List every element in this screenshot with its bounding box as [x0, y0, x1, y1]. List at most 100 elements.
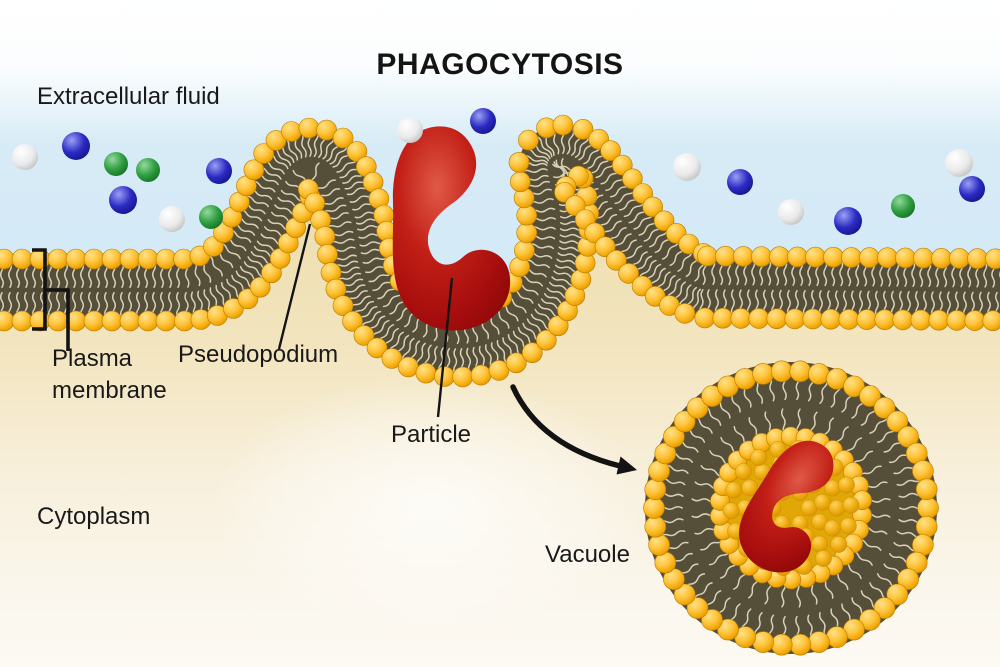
lipid-head	[895, 247, 916, 269]
molecule-blue	[206, 158, 232, 184]
diagram-title: PHAGOCYTOSIS	[376, 48, 624, 81]
particle-in-vacuole-shape	[739, 440, 834, 573]
lipid-head	[826, 626, 848, 648]
lipid-head	[488, 360, 510, 381]
lipid-head	[815, 550, 832, 567]
lipid-head	[730, 308, 752, 329]
lipid-head	[381, 348, 403, 369]
lipid-head	[787, 246, 808, 268]
particle-pointer-line	[436, 277, 454, 418]
lipid-head	[332, 295, 354, 316]
lipid-head	[892, 309, 914, 331]
lipid-head	[663, 425, 685, 448]
lipid-head	[733, 246, 754, 267]
lipid-head	[648, 534, 670, 556]
lipid-head	[949, 248, 970, 269]
lipid-head	[859, 609, 881, 631]
lipid-head	[859, 247, 880, 268]
lipid-head	[828, 499, 846, 517]
lipid-head	[701, 609, 723, 631]
lipid-head	[155, 310, 177, 332]
molecule-green	[104, 152, 128, 176]
lipid-head	[298, 117, 320, 139]
lipid-head	[873, 397, 896, 419]
lipid-head	[928, 309, 950, 331]
lipid-head	[572, 119, 594, 140]
lipid-head	[223, 298, 244, 319]
lipid-head	[769, 246, 790, 268]
lipid-head	[823, 246, 844, 268]
lipid-head	[618, 263, 639, 284]
pseudopodium-pointer-line	[277, 223, 312, 350]
label-vacuole: Vacuole	[545, 541, 630, 568]
lipid-head	[751, 246, 772, 267]
lipid-head	[673, 410, 696, 433]
lipid-head	[701, 385, 723, 407]
lipid-head	[752, 363, 774, 385]
lipid-head	[877, 247, 898, 269]
lipid-head	[642, 196, 664, 218]
engulf-arrow-head	[616, 456, 637, 475]
lipid-head	[722, 502, 740, 520]
molecule-white	[673, 153, 701, 181]
lipid-head	[65, 248, 87, 270]
lipid-head	[253, 143, 275, 164]
lipid-head	[824, 519, 841, 537]
lipid-head	[644, 515, 667, 538]
annotations	[32, 223, 637, 475]
lipid-head	[281, 121, 302, 142]
lipid-head	[838, 309, 860, 330]
vacuole-band	[645, 362, 937, 654]
lipid-head	[434, 366, 455, 387]
lipid-head	[83, 310, 105, 332]
lipid-head	[415, 362, 437, 384]
lipid-head	[29, 248, 51, 270]
lipid-head	[808, 363, 830, 385]
lipid-head	[101, 310, 123, 332]
lipid-head	[521, 342, 543, 364]
lipid-head	[594, 236, 616, 257]
lipid-head	[913, 247, 934, 269]
lipid-head	[678, 233, 700, 255]
molecule-white	[159, 206, 185, 232]
lipid-head	[734, 463, 752, 480]
lipid-head	[119, 248, 141, 270]
lipid-head	[912, 460, 934, 482]
lipid-head	[915, 478, 938, 501]
lipid-head	[769, 441, 787, 458]
lipid-head	[789, 360, 812, 383]
molecule-blue	[959, 176, 985, 202]
lipid-head	[725, 481, 743, 499]
lipid-head	[931, 247, 952, 269]
lipid-head	[674, 303, 696, 324]
molecule-green	[891, 194, 915, 218]
lipid-head	[886, 410, 909, 433]
label-plasma-membrane: Plasma membrane	[52, 345, 167, 405]
lipid-head	[838, 476, 855, 494]
engulf-arrow	[510, 384, 623, 469]
lipid-head	[839, 517, 857, 535]
lipid-head	[353, 325, 375, 346]
lipid-head	[820, 308, 842, 330]
cytoplasm-glow	[210, 375, 650, 635]
lipid-head	[600, 140, 621, 161]
lipid-head	[509, 171, 531, 193]
lipid-head	[452, 366, 474, 388]
particle-shape	[392, 126, 511, 331]
lipid-head	[802, 308, 824, 330]
label-extracellular-fluid: Extracellular fluid	[37, 83, 220, 110]
molecule-blue	[62, 132, 90, 160]
lipid-head	[643, 497, 665, 519]
molecule-white	[945, 149, 973, 177]
lipid-head	[317, 244, 338, 265]
lipid-head	[552, 114, 574, 136]
lipid-head	[842, 496, 860, 514]
molecule-blue	[834, 207, 862, 235]
lipid-head	[249, 276, 271, 298]
lipid-head	[397, 356, 419, 378]
label-particle: Particle	[391, 421, 472, 448]
lipid-head	[332, 127, 354, 149]
lipid-head	[137, 248, 159, 270]
lipid-head	[915, 515, 938, 538]
